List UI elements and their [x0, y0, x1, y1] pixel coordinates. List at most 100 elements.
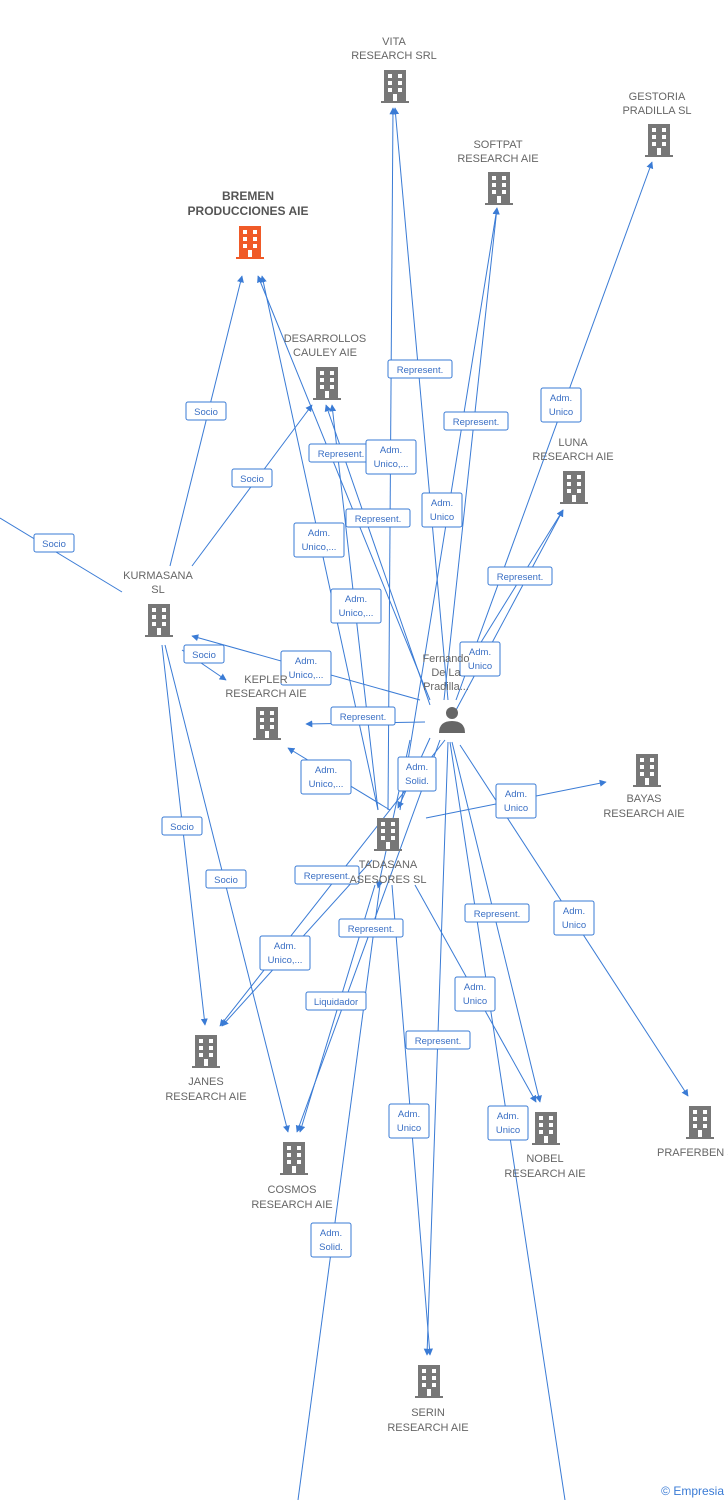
- svg-text:JANES: JANES: [188, 1076, 223, 1088]
- edge-label-socio: Socio: [183, 644, 225, 664]
- svg-text:RESEARCH SRL: RESEARCH SRL: [351, 50, 437, 62]
- edge-label-adm-unico-trunc: Adm. Unico,...: [330, 588, 382, 624]
- svg-text:RESEARCH AIE: RESEARCH AIE: [387, 1422, 468, 1434]
- svg-text:Unico,...: Unico,...: [289, 670, 324, 681]
- edge-label-adm-solid: Adm. Solid.: [397, 756, 437, 792]
- building-icon: [145, 604, 173, 637]
- svg-text:BAYAS: BAYAS: [626, 793, 661, 805]
- edge-label-adm-unico-trunc: Adm.Unico,...: [365, 439, 417, 475]
- svg-text:LUNA: LUNA: [558, 437, 588, 449]
- building-icon: [381, 70, 409, 103]
- building-icon: [313, 367, 341, 400]
- svg-text:CAULEY AIE: CAULEY AIE: [293, 347, 357, 359]
- edge-label-represent: Represent.: [487, 566, 553, 586]
- building-icon: [560, 471, 588, 504]
- svg-text:SERIN: SERIN: [411, 1407, 445, 1419]
- watermark: © Empresia: [661, 1484, 724, 1498]
- svg-text:Represent.: Represent.: [304, 871, 350, 882]
- edge-label-liquidador: Liquidador: [305, 991, 367, 1011]
- svg-text:Socio: Socio: [42, 539, 66, 550]
- node-desarrollos[interactable]: DESARROLLOS CAULEY AIE: [284, 333, 367, 400]
- svg-text:Unico: Unico: [397, 1123, 421, 1134]
- node-bremen[interactable]: BREMEN PRODUCCIONES AIE: [188, 189, 309, 259]
- building-icon: [485, 172, 513, 205]
- svg-text:Adm.: Adm.: [320, 1228, 342, 1239]
- svg-text:VITA: VITA: [382, 36, 406, 48]
- node-tadasana[interactable]: TADASANA ASESORES SL: [349, 818, 427, 886]
- node-janes[interactable]: JANES RESEARCH AIE: [165, 1035, 247, 1103]
- node-kurmasana[interactable]: KURMASANA SL: [123, 570, 193, 637]
- svg-text:Unico: Unico: [496, 1125, 520, 1136]
- node-gestoria[interactable]: GESTORIA PRADILLA SL: [622, 91, 692, 157]
- edge-label-socio: Socio: [33, 533, 75, 553]
- svg-text:Adm.: Adm.: [431, 498, 453, 509]
- edge-label-socio: Socio: [161, 816, 203, 836]
- svg-text:Unico,...: Unico,...: [374, 459, 409, 470]
- svg-text:Adm.: Adm.: [550, 393, 572, 404]
- building-icon: [253, 707, 281, 740]
- edge-label-adm-unico: Adm. Unico: [388, 1103, 430, 1139]
- person-icon: [439, 707, 465, 733]
- svg-text:Adm.: Adm.: [274, 941, 296, 952]
- node-softpat[interactable]: SOFTPAT RESEARCH AIE: [457, 139, 539, 205]
- svg-text:Socio: Socio: [194, 407, 218, 418]
- svg-text:Socio: Socio: [192, 650, 216, 661]
- building-icon: [645, 124, 673, 157]
- node-vita[interactable]: VITA RESEARCH SRL: [351, 36, 437, 103]
- edge-label-adm-unico: Adm.Unico: [487, 1105, 529, 1141]
- edge-label-adm-unico-trunc: Adm.Unico,...: [259, 935, 311, 971]
- svg-text:Adm.: Adm.: [308, 528, 330, 539]
- node-bayas[interactable]: BAYAS RESEARCH AIE: [603, 754, 685, 820]
- building-icon: [532, 1112, 560, 1145]
- svg-text:Represent.: Represent.: [474, 909, 520, 920]
- svg-text:Unico: Unico: [562, 920, 586, 931]
- svg-text:RESEARCH AIE: RESEARCH AIE: [504, 1168, 585, 1180]
- node-serin[interactable]: SERIN RESEARCH AIE: [387, 1365, 469, 1434]
- svg-text:NOBEL: NOBEL: [526, 1153, 563, 1165]
- edge-labels: Socio Socio Socio Socio Socio Socio Repr…: [33, 359, 595, 1258]
- svg-text:KEPLER: KEPLER: [244, 674, 287, 686]
- svg-text:Adm.: Adm.: [406, 762, 428, 773]
- edge-label-represent: Represent.: [345, 508, 411, 528]
- svg-text:Unico,...: Unico,...: [339, 608, 374, 619]
- svg-text:Adm.: Adm.: [464, 982, 486, 993]
- edge-label-represent: Represent.: [330, 706, 396, 726]
- svg-text:COSMOS: COSMOS: [268, 1184, 317, 1196]
- edge-label-represent: Represent.: [443, 411, 509, 431]
- svg-text:PRODUCCIONES AIE: PRODUCCIONES AIE: [188, 204, 309, 218]
- svg-text:Adm.: Adm.: [398, 1109, 420, 1120]
- edge-label-adm-unico-trunc: Adm. Unico,...: [293, 522, 345, 558]
- svg-text:DESARROLLOS: DESARROLLOS: [284, 333, 367, 345]
- building-icon: [236, 226, 264, 259]
- svg-text:Adm.: Adm.: [345, 594, 367, 605]
- edge-label-adm-unico: Adm.Unico: [421, 492, 463, 528]
- edge-label-represent: Represent.: [308, 443, 374, 463]
- svg-text:PRAFERBEN SL: PRAFERBEN SL: [657, 1147, 728, 1159]
- edge-label-socio: Socio: [185, 401, 227, 421]
- svg-text:Socio: Socio: [214, 875, 238, 886]
- svg-text:Unico: Unico: [549, 407, 573, 418]
- svg-text:Adm.: Adm.: [505, 789, 527, 800]
- svg-text:Unico,...: Unico,...: [302, 542, 337, 553]
- svg-text:PRADILLA SL: PRADILLA SL: [622, 105, 691, 117]
- building-icon: [192, 1035, 220, 1068]
- edge-label-represent: Represent.: [387, 359, 453, 379]
- node-person[interactable]: Fernando De La Pradilla...: [422, 653, 470, 733]
- svg-text:Represent.: Represent.: [348, 924, 394, 935]
- node-praferben[interactable]: PRAFERBEN SL: [657, 1106, 728, 1159]
- svg-text:Unico,...: Unico,...: [309, 779, 344, 790]
- svg-text:De La: De La: [431, 667, 461, 679]
- node-kepler[interactable]: KEPLER RESEARCH AIE: [225, 674, 307, 740]
- edge-label-socio: Socio: [231, 468, 273, 488]
- svg-text:Represent.: Represent.: [453, 417, 499, 428]
- node-nobel[interactable]: NOBEL RESEARCH AIE: [504, 1112, 586, 1180]
- node-luna[interactable]: LUNA RESEARCH AIE: [532, 437, 614, 504]
- svg-text:KURMASANA: KURMASANA: [123, 570, 193, 582]
- svg-text:Solid.: Solid.: [405, 776, 429, 787]
- nodes: VITA RESEARCH SRL GESTORIA PRADILLA SL S…: [123, 36, 728, 1434]
- svg-text:Adm.: Adm.: [469, 647, 491, 658]
- svg-text:Solid.: Solid.: [319, 1242, 343, 1253]
- edge-label-represent: Represent.: [294, 865, 360, 885]
- node-cosmos[interactable]: COSMOS RESEARCH AIE: [251, 1142, 333, 1211]
